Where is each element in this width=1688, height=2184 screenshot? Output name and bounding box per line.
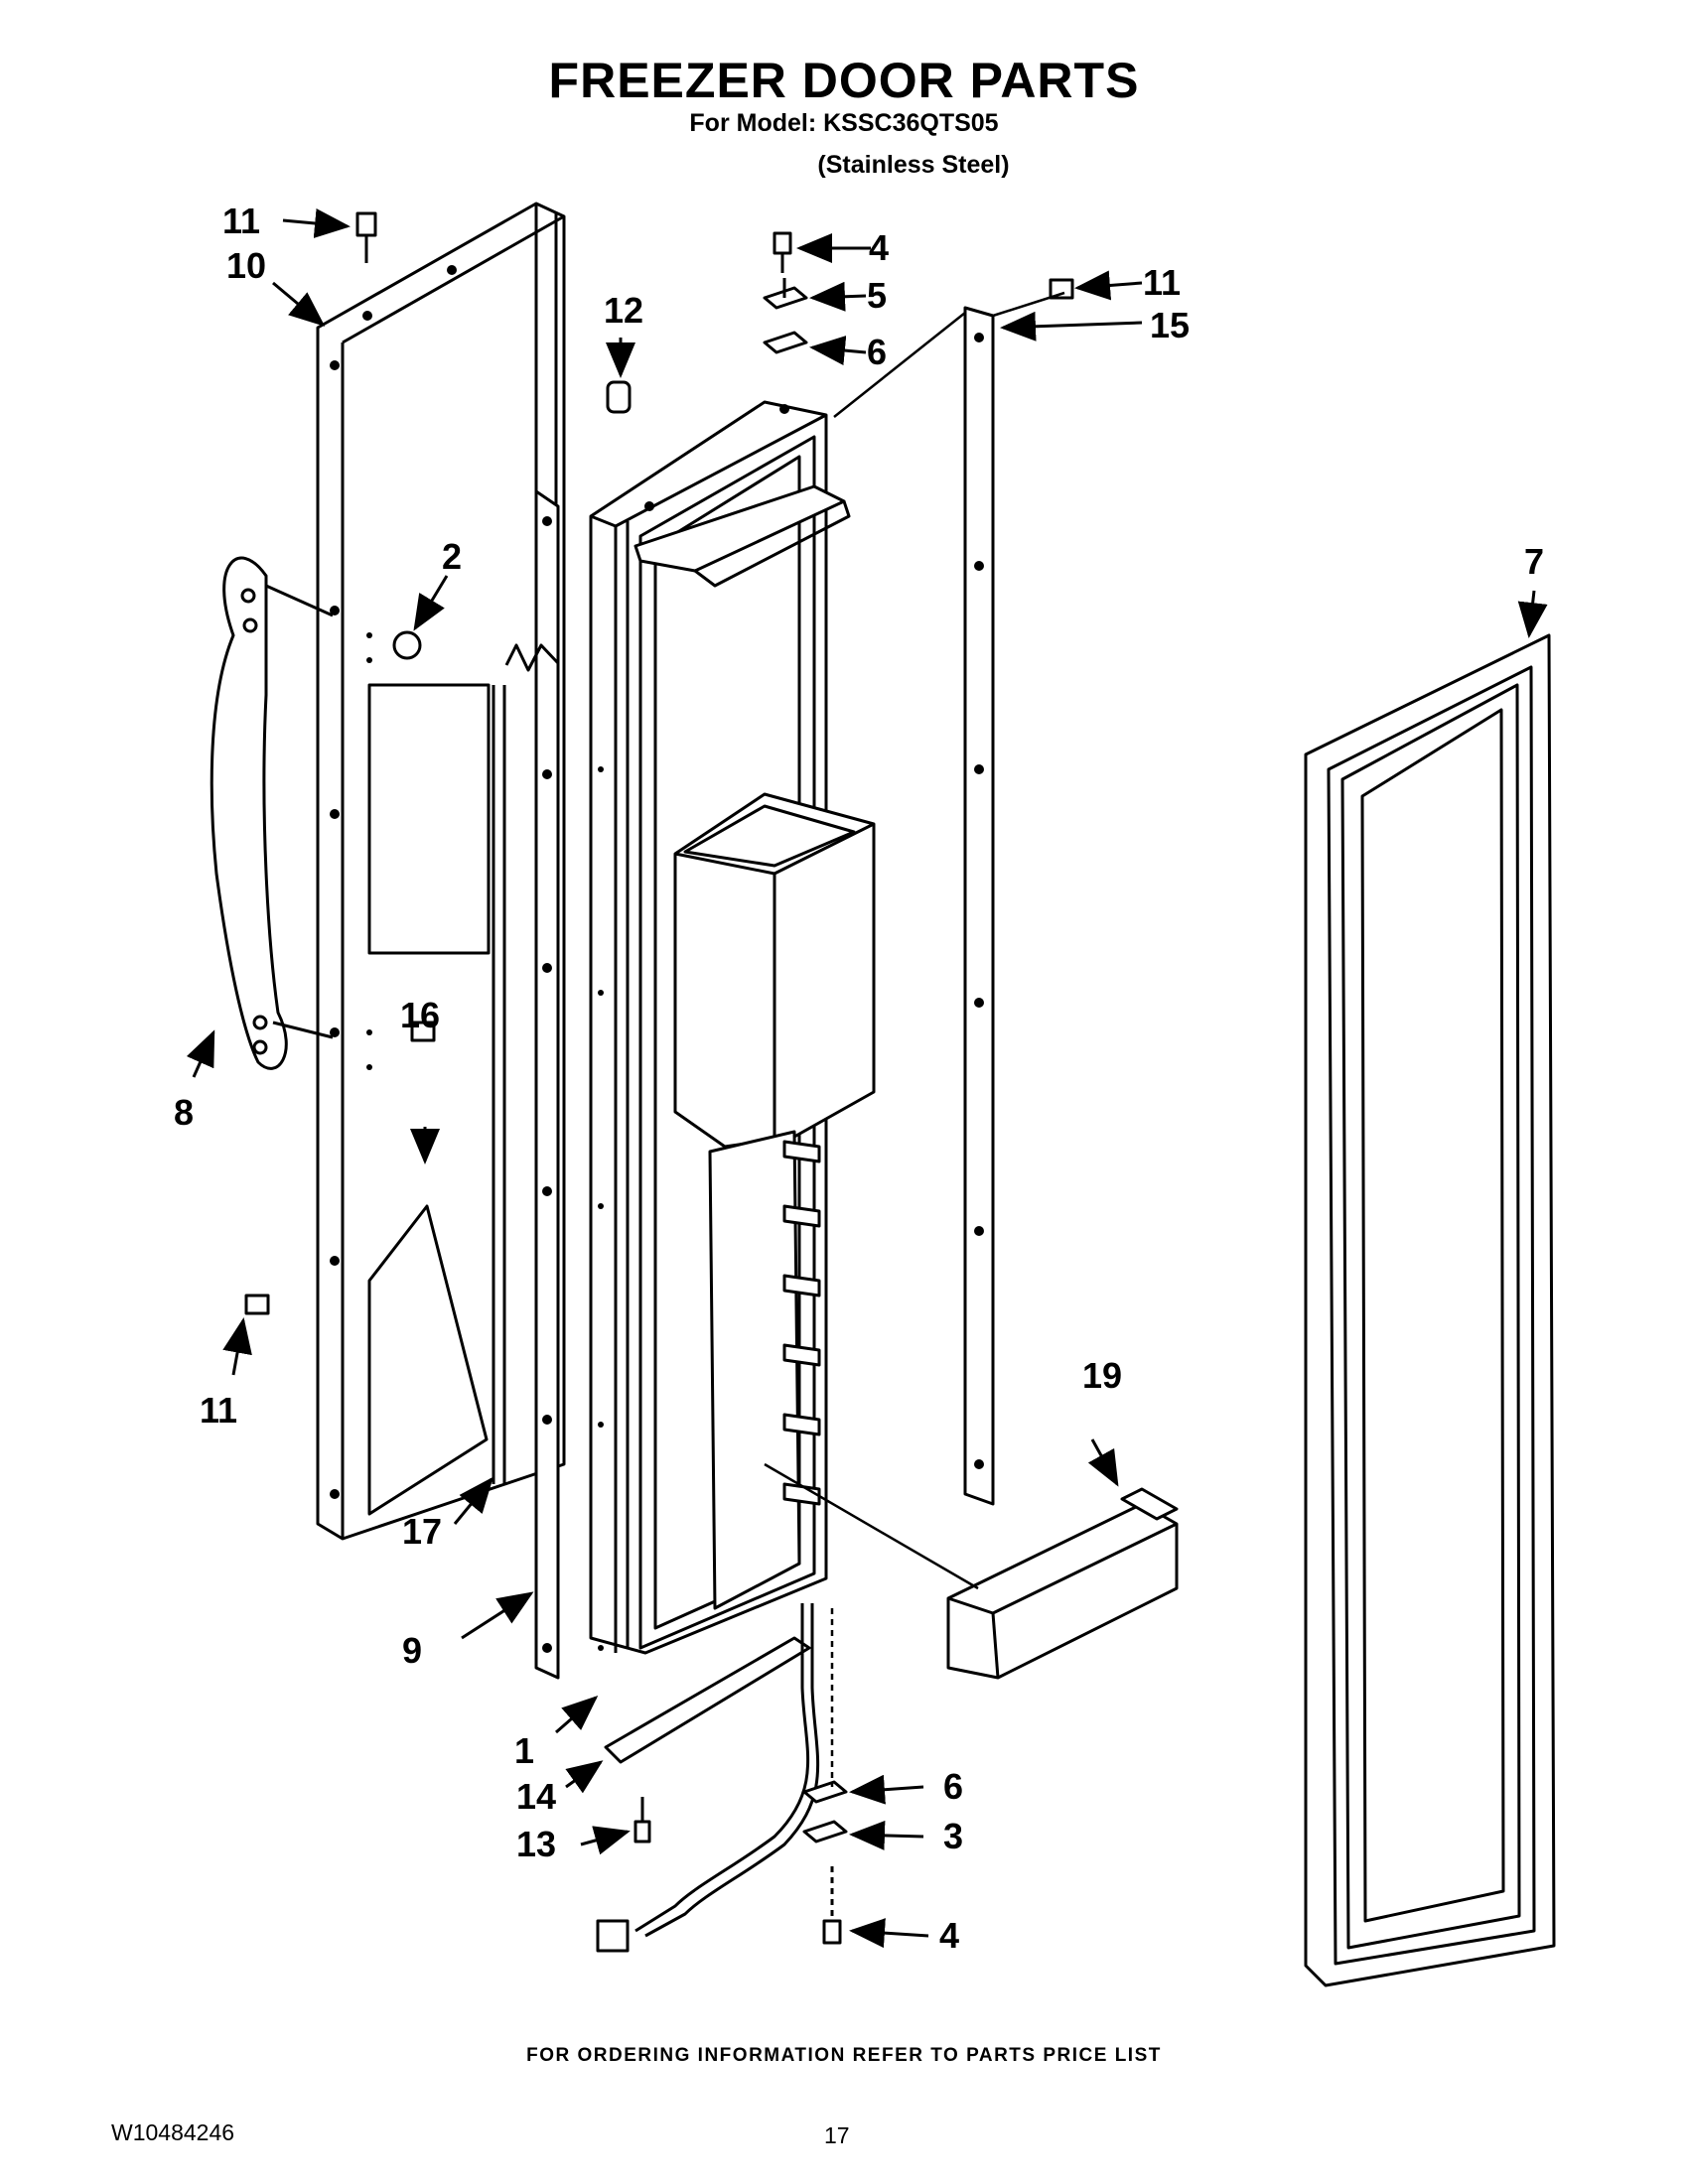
callout-17: 17 — [402, 1511, 442, 1552]
ordering-note: FOR ORDERING INFORMATION REFER TO PARTS … — [526, 2045, 1162, 2066]
callout-8: 8 — [174, 1092, 194, 1133]
page-title: FREEZER DOOR PARTS — [548, 53, 1140, 108]
callout-6-top: 6 — [867, 332, 887, 372]
callout-19: 19 — [1082, 1355, 1122, 1396]
callout-6-bottom: 6 — [943, 1766, 963, 1807]
callout-4-top: 4 — [869, 227, 889, 268]
page-number: 17 — [824, 2122, 850, 2148]
wire-harness-part — [596, 1603, 820, 1953]
callout-4-bottom: 4 — [939, 1915, 959, 1956]
document-number: W10484246 — [111, 2119, 235, 2145]
callout-5: 5 — [867, 275, 887, 316]
outer-door-panel-part — [316, 202, 566, 1541]
inner-door-liner-part — [589, 400, 876, 1655]
callout-10: 10 — [226, 245, 266, 286]
hinge-side-strip-part — [963, 306, 995, 1506]
callout-11-top-left: 11 — [222, 201, 260, 241]
door-gasket-part — [1304, 633, 1556, 1987]
bottom-bracket-part — [604, 1636, 811, 1764]
callout-11-top-right: 11 — [1143, 262, 1181, 303]
callout-15: 15 — [1150, 305, 1190, 345]
callout-3: 3 — [943, 1816, 963, 1856]
callout-16: 16 — [400, 995, 440, 1035]
door-handle-part — [210, 556, 334, 1070]
callout-7: 7 — [1524, 541, 1544, 582]
material-line: (Stainless Steel) — [817, 151, 1010, 179]
door-trim-strip-part — [492, 489, 560, 1680]
callout-12: 12 — [604, 290, 643, 331]
callout-9: 9 — [402, 1630, 422, 1671]
callout-1: 1 — [514, 1730, 534, 1771]
door-bin-part — [946, 1487, 1179, 1680]
model-line: For Model: KSSC36QTS05 — [689, 109, 999, 137]
callout-14: 14 — [516, 1776, 556, 1817]
callout-2: 2 — [442, 536, 462, 577]
callout-13: 13 — [516, 1824, 556, 1864]
hardware-parts — [244, 211, 1074, 1945]
callout-11-left: 11 — [200, 1390, 237, 1431]
